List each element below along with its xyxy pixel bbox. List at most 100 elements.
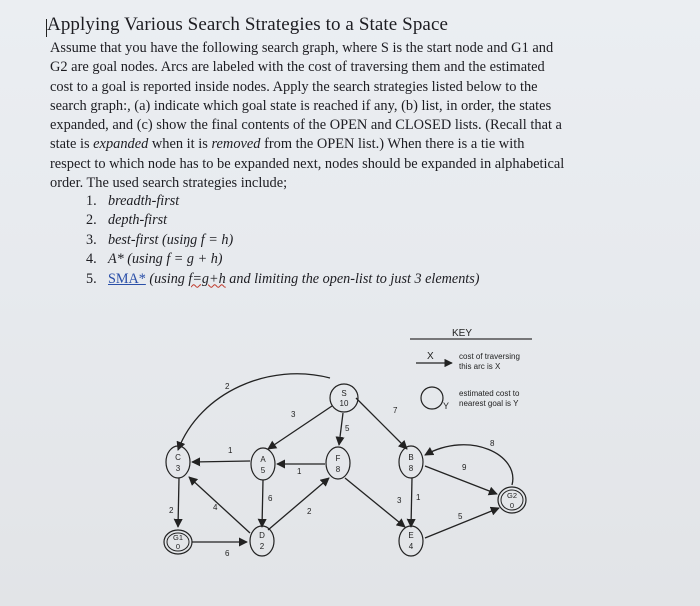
node-heuristic: 4	[409, 542, 414, 551]
paragraph-line: Assume that you have the following searc…	[50, 40, 554, 56]
node-heuristic: 5	[261, 466, 266, 475]
paragraph-line: order. The used search strategies includ…	[50, 175, 288, 192]
key-node-circle	[420, 386, 444, 410]
paragraph-line: respect to which node has to be expanded…	[50, 155, 565, 172]
edge-g2-b	[424, 444, 514, 486]
strategy-text: depth-first	[108, 212, 168, 229]
node-label: A	[260, 455, 266, 464]
edge-cost-label: 1	[297, 467, 302, 476]
key-node-text: estimated cost to	[459, 389, 520, 398]
edge-cost-label: 5	[458, 512, 463, 521]
node-d: D 2	[249, 525, 275, 557]
node-heuristic: 8	[409, 464, 414, 473]
node-f: F 8	[325, 446, 351, 480]
edge-cost-label: 6	[268, 494, 273, 503]
edge-cost-label: 8	[490, 439, 495, 448]
edge-s-c	[176, 373, 331, 451]
node-b: B 8	[398, 445, 424, 479]
edge-s-f	[335, 412, 345, 446]
edge-b-g2	[424, 465, 498, 496]
key-arc-symbol: X	[427, 351, 434, 362]
node-label: G1	[173, 533, 183, 542]
paragraph-line: state is expanded when it is removed fro…	[50, 136, 525, 153]
node-c: C 3	[165, 445, 191, 479]
page-title: Applying Various Search Strategies to a …	[47, 14, 449, 35]
strategy-text: A* (using f = g + h)	[108, 251, 223, 268]
edge-cost-label: 9	[462, 463, 467, 472]
edge-d-c	[188, 476, 251, 534]
edge-e-g2	[424, 506, 500, 539]
spellcheck-underline: f=g+h	[188, 270, 226, 287]
edge-a-c	[191, 457, 251, 467]
node-heuristic: 3	[176, 464, 181, 473]
node-label: C	[175, 453, 181, 462]
edge-cost-label: 5	[345, 424, 350, 433]
list-item: 5. SMA* (using f=g+h and limiting the ope…	[86, 270, 479, 289]
strategy-list: 1. breadth-first 2. depth-first 3. best-fir…	[86, 192, 479, 289]
node-label: E	[408, 531, 413, 540]
key-arc-text: cost of traversing	[459, 352, 520, 361]
node-g1: G1 0	[163, 529, 193, 555]
edge-s-b	[355, 397, 408, 450]
node-g2: G2 0	[497, 486, 527, 514]
node-label: B	[408, 453, 413, 462]
edge-cost-label: 2	[307, 507, 312, 516]
strategy-text: breadth-first	[108, 193, 180, 209]
list-item: 4. A* (using f = g + h)	[86, 250, 479, 269]
sma-link[interactable]: SMA*	[108, 270, 146, 287]
list-number: 3.	[86, 231, 97, 248]
paragraph-line: G2 are goal nodes. Arcs are labeled with…	[50, 59, 545, 76]
paragraph-line: cost to a goal is reported inside nodes.…	[50, 78, 538, 95]
edge-f-e	[344, 477, 406, 528]
node-a: A 5	[250, 447, 276, 481]
paragraph-line: search graph:, (a) indicate which goal s…	[50, 97, 552, 114]
list-number: 2.	[86, 212, 97, 229]
strategy-text: best-first (usiŋg f = h)	[108, 231, 234, 248]
edge-cost-label: 2	[169, 506, 174, 515]
edge-s-a	[267, 405, 333, 450]
key-arc-text: this arc is X	[459, 362, 501, 371]
emphasis-text: expanded	[93, 136, 149, 153]
list-item: 2. depth-first	[86, 211, 479, 230]
strategy-text: (using	[145, 270, 189, 287]
list-item: 1. breadth-first	[86, 192, 479, 211]
edge-cost-label: 1	[228, 446, 233, 455]
paragraph-line: expanded, and (c) show the final content…	[50, 117, 562, 134]
node-e: E 4	[398, 525, 424, 557]
node-s: S 10	[329, 383, 359, 413]
text-cursor	[46, 19, 47, 37]
node-heuristic: 0	[510, 501, 514, 510]
node-label: F	[336, 454, 341, 463]
node-heuristic: 8	[336, 465, 341, 474]
list-number: 1.	[86, 193, 97, 209]
edge-cost-label: 3	[291, 410, 296, 419]
key-node-text: nearest goal is Y	[459, 399, 519, 408]
node-label: G2	[507, 491, 517, 500]
list-number: 4.	[86, 251, 97, 268]
edge-c-g1	[173, 477, 183, 528]
node-label: S	[341, 389, 346, 398]
edge-a-d	[257, 479, 267, 528]
edge-cost-label: 6	[225, 549, 230, 558]
problem-paragraph: Assume that you have the following searc…	[50, 39, 658, 193]
edge-cost-label: 7	[393, 406, 398, 415]
node-heuristic: 2	[260, 542, 265, 551]
legend-key: KEY X cost of traversing this arc is X Y…	[410, 328, 532, 411]
edge-d-f	[267, 477, 330, 531]
list-item: 3. best-first (usiŋg f = h)	[86, 231, 479, 250]
edge-cost-label: 1	[416, 493, 421, 502]
strategy-text: and limiting the open-list to just 3 ele…	[225, 270, 480, 287]
edge-b-e	[406, 477, 416, 528]
node-label: D	[259, 531, 265, 540]
emphasis-text: removed	[211, 136, 261, 153]
edge-cost-label: 3	[397, 496, 402, 505]
node-heuristic: 0	[176, 542, 180, 551]
key-node-symbol: Y	[443, 401, 449, 411]
list-number: 5.	[86, 270, 97, 287]
edge-cost-label: 4	[213, 503, 218, 512]
edge-cost-label: 2	[225, 382, 230, 391]
node-heuristic: 10	[340, 399, 349, 408]
key-title: KEY	[452, 328, 472, 339]
